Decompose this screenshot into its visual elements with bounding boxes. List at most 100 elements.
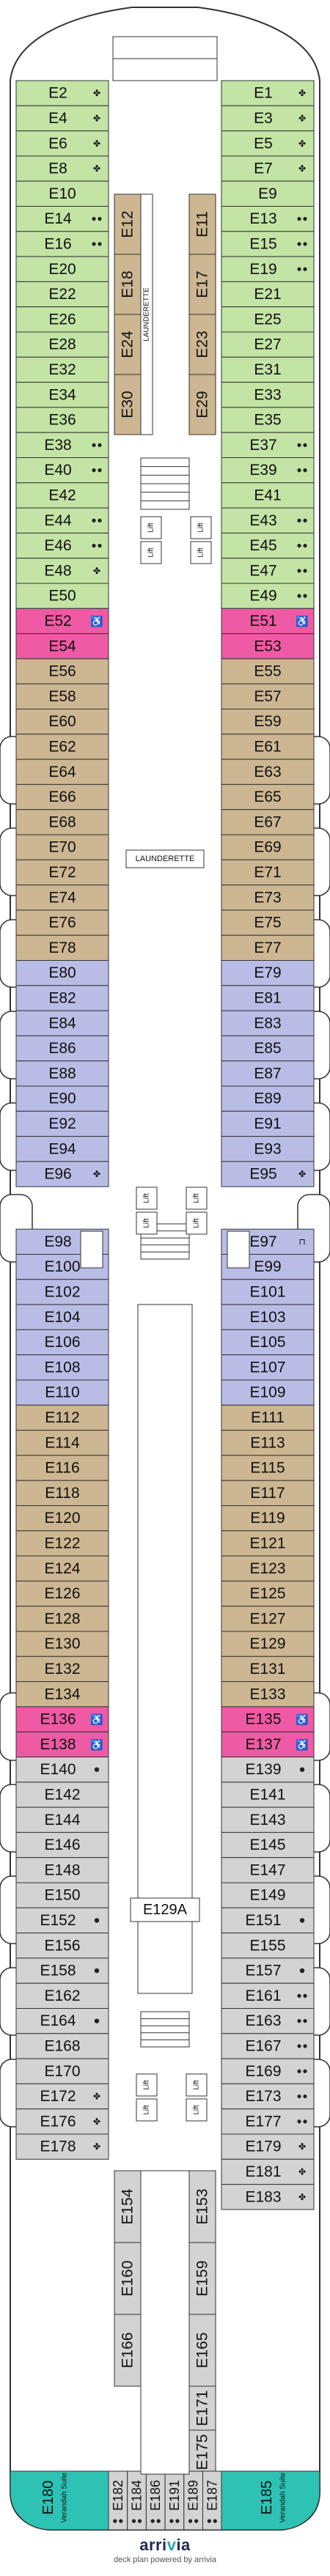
twin-bed-dot [194, 2519, 199, 2523]
cabin-label: E34 [48, 386, 76, 403]
cabin-e3: E3✤ [221, 105, 315, 132]
cabin-label: E86 [48, 1040, 76, 1057]
cabin-label: E171 [194, 2390, 211, 2426]
cabin-box [221, 759, 315, 785]
launderette-label: LAUNDERETTE [143, 287, 151, 342]
cabin-label: E83 [254, 1015, 281, 1032]
cabin-e74: E74 [15, 885, 109, 911]
twin-beds-icon [297, 2069, 307, 2073]
cabin-e32: E32 [15, 356, 109, 383]
inner-cabin-e11: E11 [188, 193, 216, 255]
cabin-box [221, 180, 315, 207]
cabin-e128: E128 [15, 1606, 109, 1632]
cabin-box [221, 633, 315, 660]
cabin-label: E87 [254, 1065, 281, 1082]
cabin-e102: E102 [15, 1279, 109, 1305]
cabin-e162: E162 [15, 1982, 109, 2009]
extra-bed-icon [299, 1918, 305, 1923]
cabin-e34: E34 [15, 382, 109, 408]
cabin-box [15, 1982, 109, 2009]
twin-bed-dot [303, 1993, 307, 1998]
cabin-label: E102 [44, 1283, 80, 1300]
balcony-glyph: ✤ [93, 88, 100, 98]
cabin-label: E59 [254, 713, 281, 730]
cabin-box [15, 633, 109, 660]
cabin-label: E132 [44, 1661, 80, 1678]
cabin-box [15, 1631, 109, 1657]
lift-box [190, 541, 212, 564]
cabin-e130: E130 [15, 1631, 109, 1657]
cabin-box [15, 1010, 109, 1036]
cabin-box [221, 130, 315, 157]
twin-bed-dot [92, 217, 96, 221]
cabin-box [221, 1085, 315, 1112]
cabin-e146: E146 [15, 1831, 109, 1859]
cabin-e55: E55 [221, 658, 315, 684]
cabin-label: E63 [254, 764, 281, 780]
cabin-label: E79 [254, 964, 281, 981]
twin-bed-dot [303, 518, 307, 523]
cabin-box [15, 934, 109, 961]
twin-bed-dot [92, 443, 96, 447]
cabin-box [15, 859, 109, 886]
launderette-room [140, 193, 153, 435]
cabin-e127: E127 [221, 1606, 315, 1632]
cabin-e113: E113 [221, 1430, 315, 1456]
cabin-box [15, 1480, 109, 1506]
inner-cabin-e153: E153 [188, 2170, 216, 2243]
cabin-box [221, 1555, 315, 1582]
cabin-box [15, 1706, 109, 1732]
cabin-e6: E6✤ [15, 130, 109, 157]
twin-bed-dot [297, 443, 301, 447]
forward-stairs [140, 457, 190, 510]
cabin-label: E36 [48, 412, 76, 429]
cabin-e133: E133 [221, 1681, 315, 1708]
cabin-label: E131 [249, 1661, 285, 1678]
cabin-e109: E109 [221, 1379, 315, 1406]
cabin-e116: E116 [15, 1455, 109, 1481]
cabin-box [15, 306, 109, 333]
cabin-box [221, 1782, 315, 1808]
balcony-glyph: ✤ [93, 2116, 100, 2127]
cabin-label: E8 [48, 160, 67, 177]
aft-stairs [140, 2011, 190, 2048]
cabin-box [221, 2058, 315, 2084]
cabin-box [221, 1907, 315, 1934]
cabin-label: E57 [254, 688, 281, 705]
twin-bed-dot [137, 2519, 142, 2523]
twin-bed-dot [207, 2519, 211, 2523]
twin-bed-dot [303, 2119, 307, 2124]
cabin-box [221, 331, 315, 358]
twin-bed-dot [131, 2519, 136, 2523]
inner-cabin-e17: E17 [188, 254, 216, 315]
twin-bed-dot [303, 217, 307, 221]
cabin-label: E114 [45, 1434, 80, 1451]
cabin-e46: E46 [15, 532, 109, 559]
balcony-icon: ✤ [93, 566, 100, 576]
twin-bed-dot [303, 242, 307, 246]
accessible-glyph: ♿ [90, 615, 103, 627]
cabin-label: E156 [44, 1937, 80, 1954]
accessible-glyph: ♿ [296, 1738, 308, 1751]
cabin-box [15, 2058, 109, 2084]
cabin-box [221, 1757, 315, 1783]
lift-label: Lift [193, 1193, 201, 1203]
cabin-label: E12 [120, 210, 136, 237]
cabin-e27: E27 [221, 331, 315, 358]
cabin-label: E72 [48, 864, 76, 881]
lift-label: Lift [193, 2105, 201, 2115]
cabin-box [221, 909, 315, 936]
twin-bed-dot [188, 2519, 193, 2523]
cabin-label: E15 [249, 235, 276, 252]
balcony-glyph: ✤ [298, 113, 306, 123]
centre-label-box [130, 1897, 200, 1922]
twin-beds-icon [188, 2519, 199, 2523]
cabin-label: E130 [44, 1636, 80, 1653]
cabin-box [15, 1857, 109, 1883]
cabin-label: E176 [40, 2113, 76, 2130]
twin-bed-dot [175, 2519, 180, 2523]
cabin-label: E145 [249, 1837, 285, 1853]
interconnecting-icon: ⊓ [298, 1236, 305, 1247]
